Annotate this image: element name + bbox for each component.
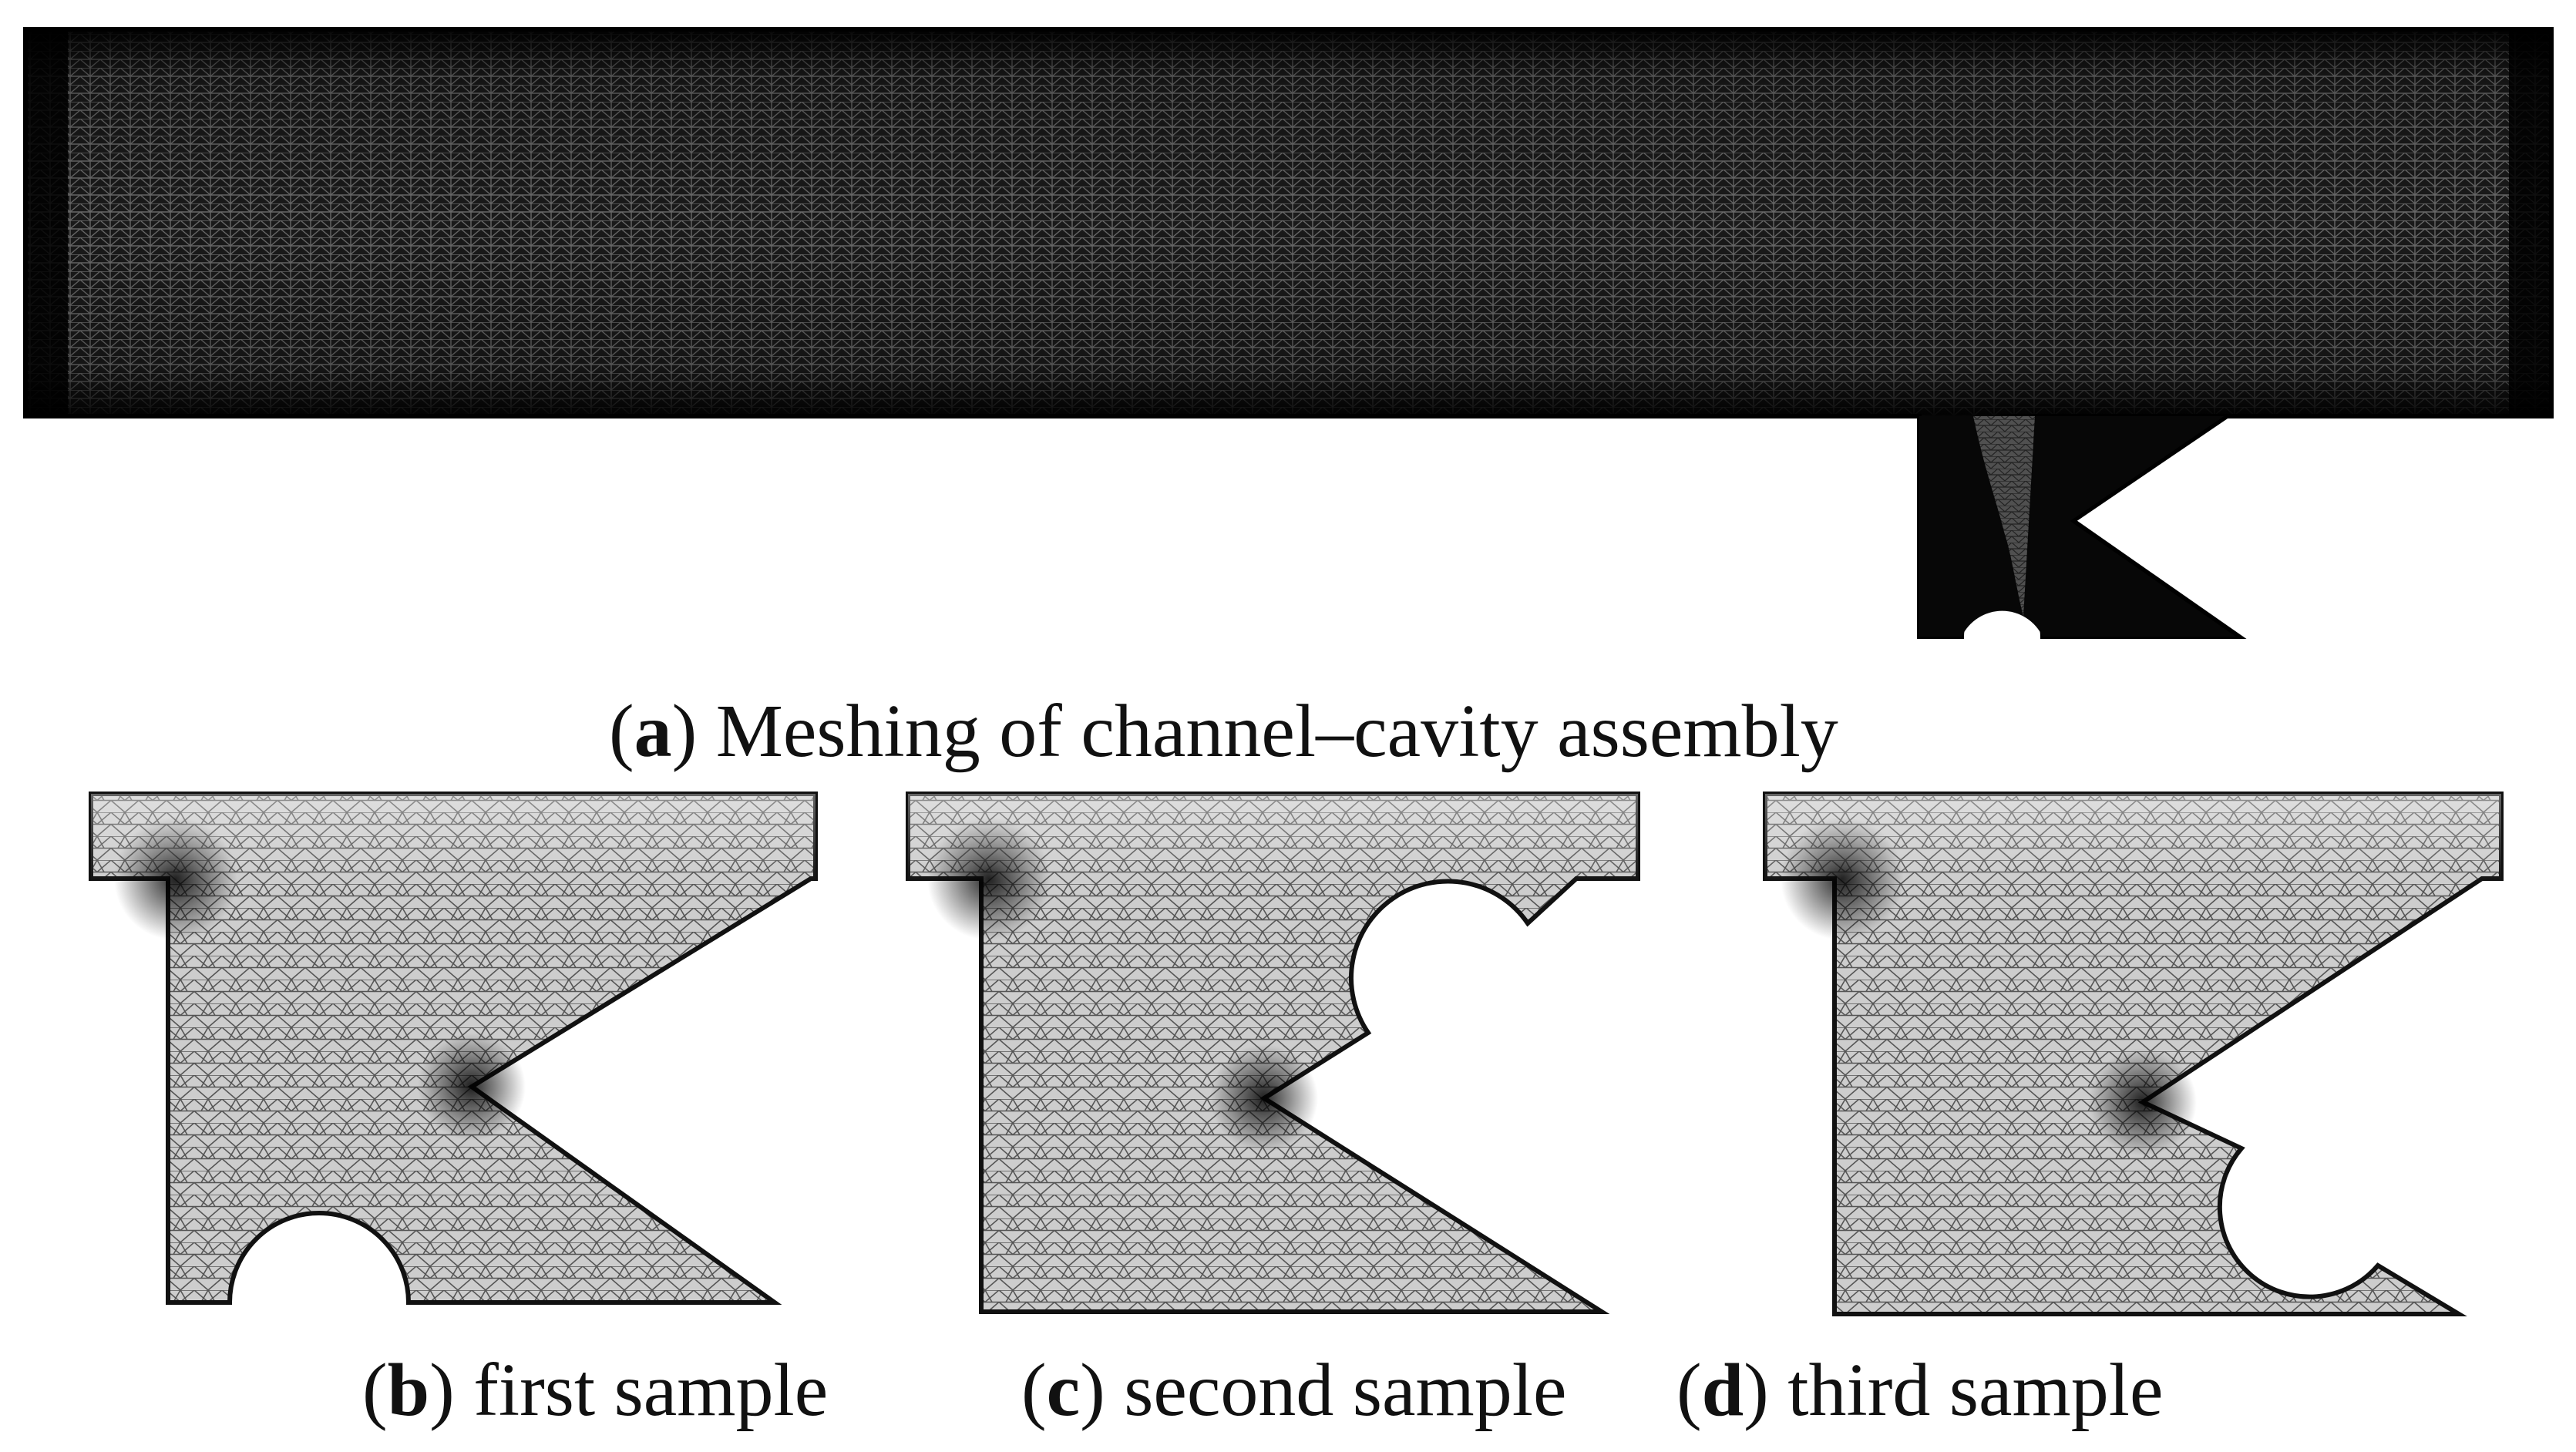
panel-d-third-sample [1763, 792, 2504, 1316]
caption-c-text: second sample [1124, 1349, 1567, 1432]
channel-left-wall [25, 29, 68, 416]
caption-d-letter: d [1701, 1349, 1744, 1432]
caption-d-text: third sample [1787, 1349, 2164, 1432]
caption-a: (a) Meshing of channel–cavity assembly [609, 690, 1838, 773]
channel-edge-shading [25, 29, 2551, 416]
panel-b-first-sample [89, 792, 818, 1305]
third-sample-top-light [1765, 794, 2501, 971]
caption-c: (c) second sample [1021, 1349, 1567, 1432]
channel-right-wall [2509, 29, 2551, 416]
panel-a-channel-cavity [23, 27, 2554, 639]
cavity-throat-mesh [1973, 416, 2035, 617]
caption-c-letter: c [1046, 1349, 1081, 1432]
cavity-notch [2070, 414, 2241, 639]
caption-a-letter: a [634, 690, 672, 773]
third-sample-tip-shade [2089, 1048, 2197, 1156]
caption-b-letter: b [387, 1349, 430, 1432]
caption-a-text: Meshing of channel–cavity assembly [715, 690, 1838, 773]
second-sample-tip-shade [1210, 1044, 1318, 1152]
first-sample-tip-shade [418, 1033, 526, 1141]
panel-c-second-sample [906, 792, 1640, 1314]
caption-d: (d) third sample [1676, 1349, 2164, 1432]
caption-b-text: first sample [473, 1349, 829, 1432]
second-sample-top-light [908, 794, 1638, 971]
first-sample-top-light [91, 794, 816, 971]
caption-b: (b) first sample [362, 1349, 829, 1432]
